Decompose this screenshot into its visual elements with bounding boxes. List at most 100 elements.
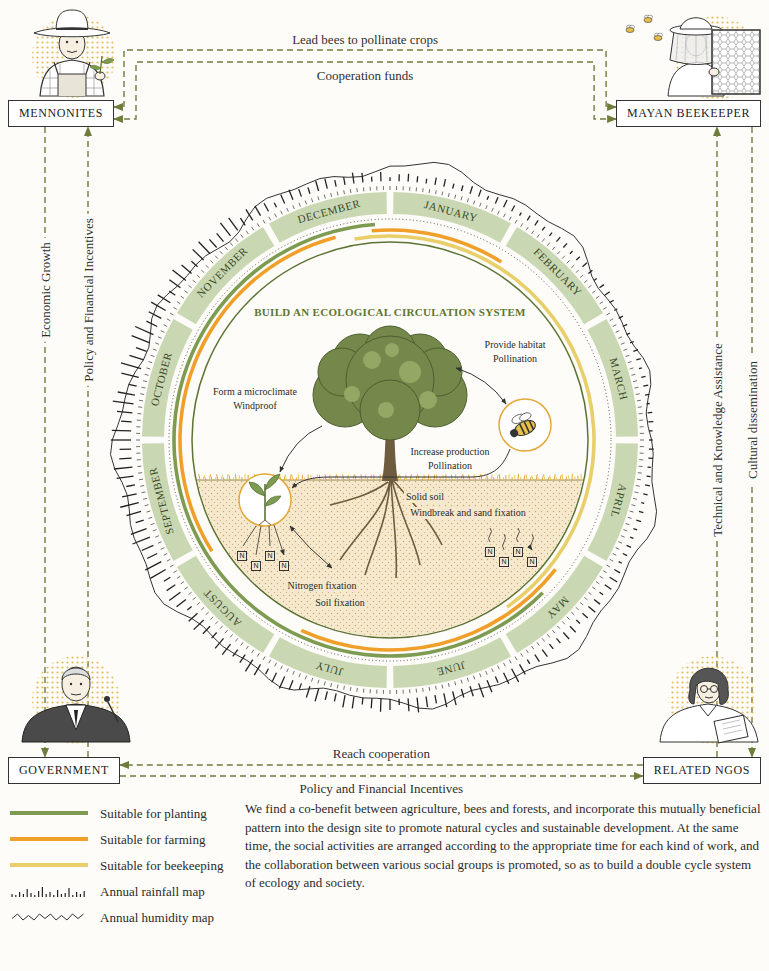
drawing-part	[145, 505, 149, 506]
drawing-part	[58, 74, 86, 96]
drawing-part	[563, 632, 569, 639]
drawing-part	[526, 650, 528, 653]
drawing-part	[194, 620, 204, 630]
drawing-part	[628, 517, 632, 518]
drawing-part	[62, 667, 90, 701]
drawing-part	[552, 247, 555, 250]
drawing-part	[197, 275, 200, 278]
drawing-part	[308, 187, 310, 193]
drawing-part	[562, 474, 564, 480]
drawing-part	[246, 231, 248, 234]
drawing-part	[503, 477, 505, 480]
drawing-part	[542, 227, 545, 231]
legend-sample	[10, 884, 88, 898]
drawing-part	[448, 193, 450, 197]
process-label: Nitrogen fixation	[285, 580, 358, 592]
drawing-part	[588, 285, 591, 287]
drawing-part	[641, 502, 644, 504]
beekeeper-figure	[626, 15, 760, 100]
drawing-part	[173, 307, 176, 309]
drawing-part	[350, 189, 352, 193]
nitrogen-mark: N	[251, 561, 261, 571]
drawing-part	[279, 677, 284, 689]
drawing-part	[80, 683, 82, 685]
drawing-part	[289, 680, 293, 690]
drawing-part	[235, 638, 237, 641]
drawing-part	[215, 621, 218, 624]
drawing-part	[153, 530, 157, 531]
drawing-part	[554, 474, 555, 480]
actor-name: GOVERNMENT	[19, 763, 109, 778]
drawing-part	[177, 302, 180, 304]
drawing-part	[15, 895, 16, 897]
drawing-part	[380, 172, 382, 181]
actor-box: GOVERNMENT	[8, 757, 120, 784]
drawing-part	[479, 683, 484, 697]
drawing-part	[581, 474, 582, 480]
drawing-part	[588, 606, 595, 612]
drawing-part	[158, 542, 162, 544]
drawing-part	[377, 478, 378, 480]
drawing-part	[241, 235, 243, 238]
drawing-part	[550, 475, 551, 480]
drawing-part	[492, 208, 494, 212]
process-label: Provide habitat	[483, 339, 548, 351]
drawing-part	[635, 491, 639, 493]
drawing-part	[111, 162, 657, 712]
drawing-part	[562, 621, 565, 624]
drawing-part	[512, 206, 515, 212]
flow-label: Lead bees to pollinate crops	[288, 32, 442, 47]
drawing-part	[212, 632, 217, 638]
drawing-part	[352, 173, 354, 184]
drawing-part	[648, 457, 653, 459]
drawing-part	[616, 548, 620, 550]
drawing-part	[153, 349, 157, 350]
drawing-part	[210, 617, 213, 620]
drawing-part	[547, 243, 550, 246]
drawing-part	[158, 295, 171, 303]
drawing-part	[409, 689, 410, 693]
drawing-part	[627, 333, 630, 334]
drawing-part	[292, 475, 293, 480]
drawing-part	[146, 321, 157, 326]
drawing-part	[600, 302, 603, 304]
drawing-part	[515, 220, 517, 223]
actor-name: MAYAN BEEKEEPER	[627, 106, 750, 121]
drawing-part	[444, 693, 447, 707]
drawing-part	[646, 403, 649, 405]
flow-arrow	[120, 764, 643, 765]
drawing-part	[520, 664, 526, 674]
drawing-part	[161, 548, 165, 550]
drawing-part	[380, 699, 382, 712]
drawing-part	[343, 190, 345, 194]
drawing-part	[289, 190, 293, 200]
drawing-part	[635, 387, 639, 389]
flow-label: Cooperation funds	[313, 68, 417, 83]
drawing-part	[299, 673, 300, 677]
drawing-part	[173, 270, 186, 280]
drawing-part	[603, 307, 606, 309]
drawing-part	[136, 453, 140, 454]
drawing-part	[407, 698, 409, 711]
drawing-part	[592, 587, 595, 589]
drawing-part	[188, 285, 191, 287]
drawing-part	[325, 179, 328, 189]
drawing-part	[290, 474, 291, 480]
drawing-part	[293, 205, 295, 209]
drawing-part	[383, 186, 384, 190]
drawing-part	[227, 474, 228, 480]
drawing-part	[600, 285, 604, 288]
flow-label: Economic Growth	[38, 238, 53, 342]
drawing-part	[489, 528, 534, 550]
drawing-part	[177, 556, 274, 653]
drawing-part	[376, 690, 377, 694]
drawing-part	[557, 626, 560, 629]
drawing-part	[623, 349, 627, 350]
drawing-part	[330, 683, 332, 687]
drawing-part	[12, 914, 84, 920]
drawing-part	[633, 529, 637, 530]
drawing-part	[576, 620, 580, 623]
drawing-part	[383, 690, 384, 694]
drawing-part	[120, 503, 138, 508]
drawing-part	[56, 10, 88, 32]
